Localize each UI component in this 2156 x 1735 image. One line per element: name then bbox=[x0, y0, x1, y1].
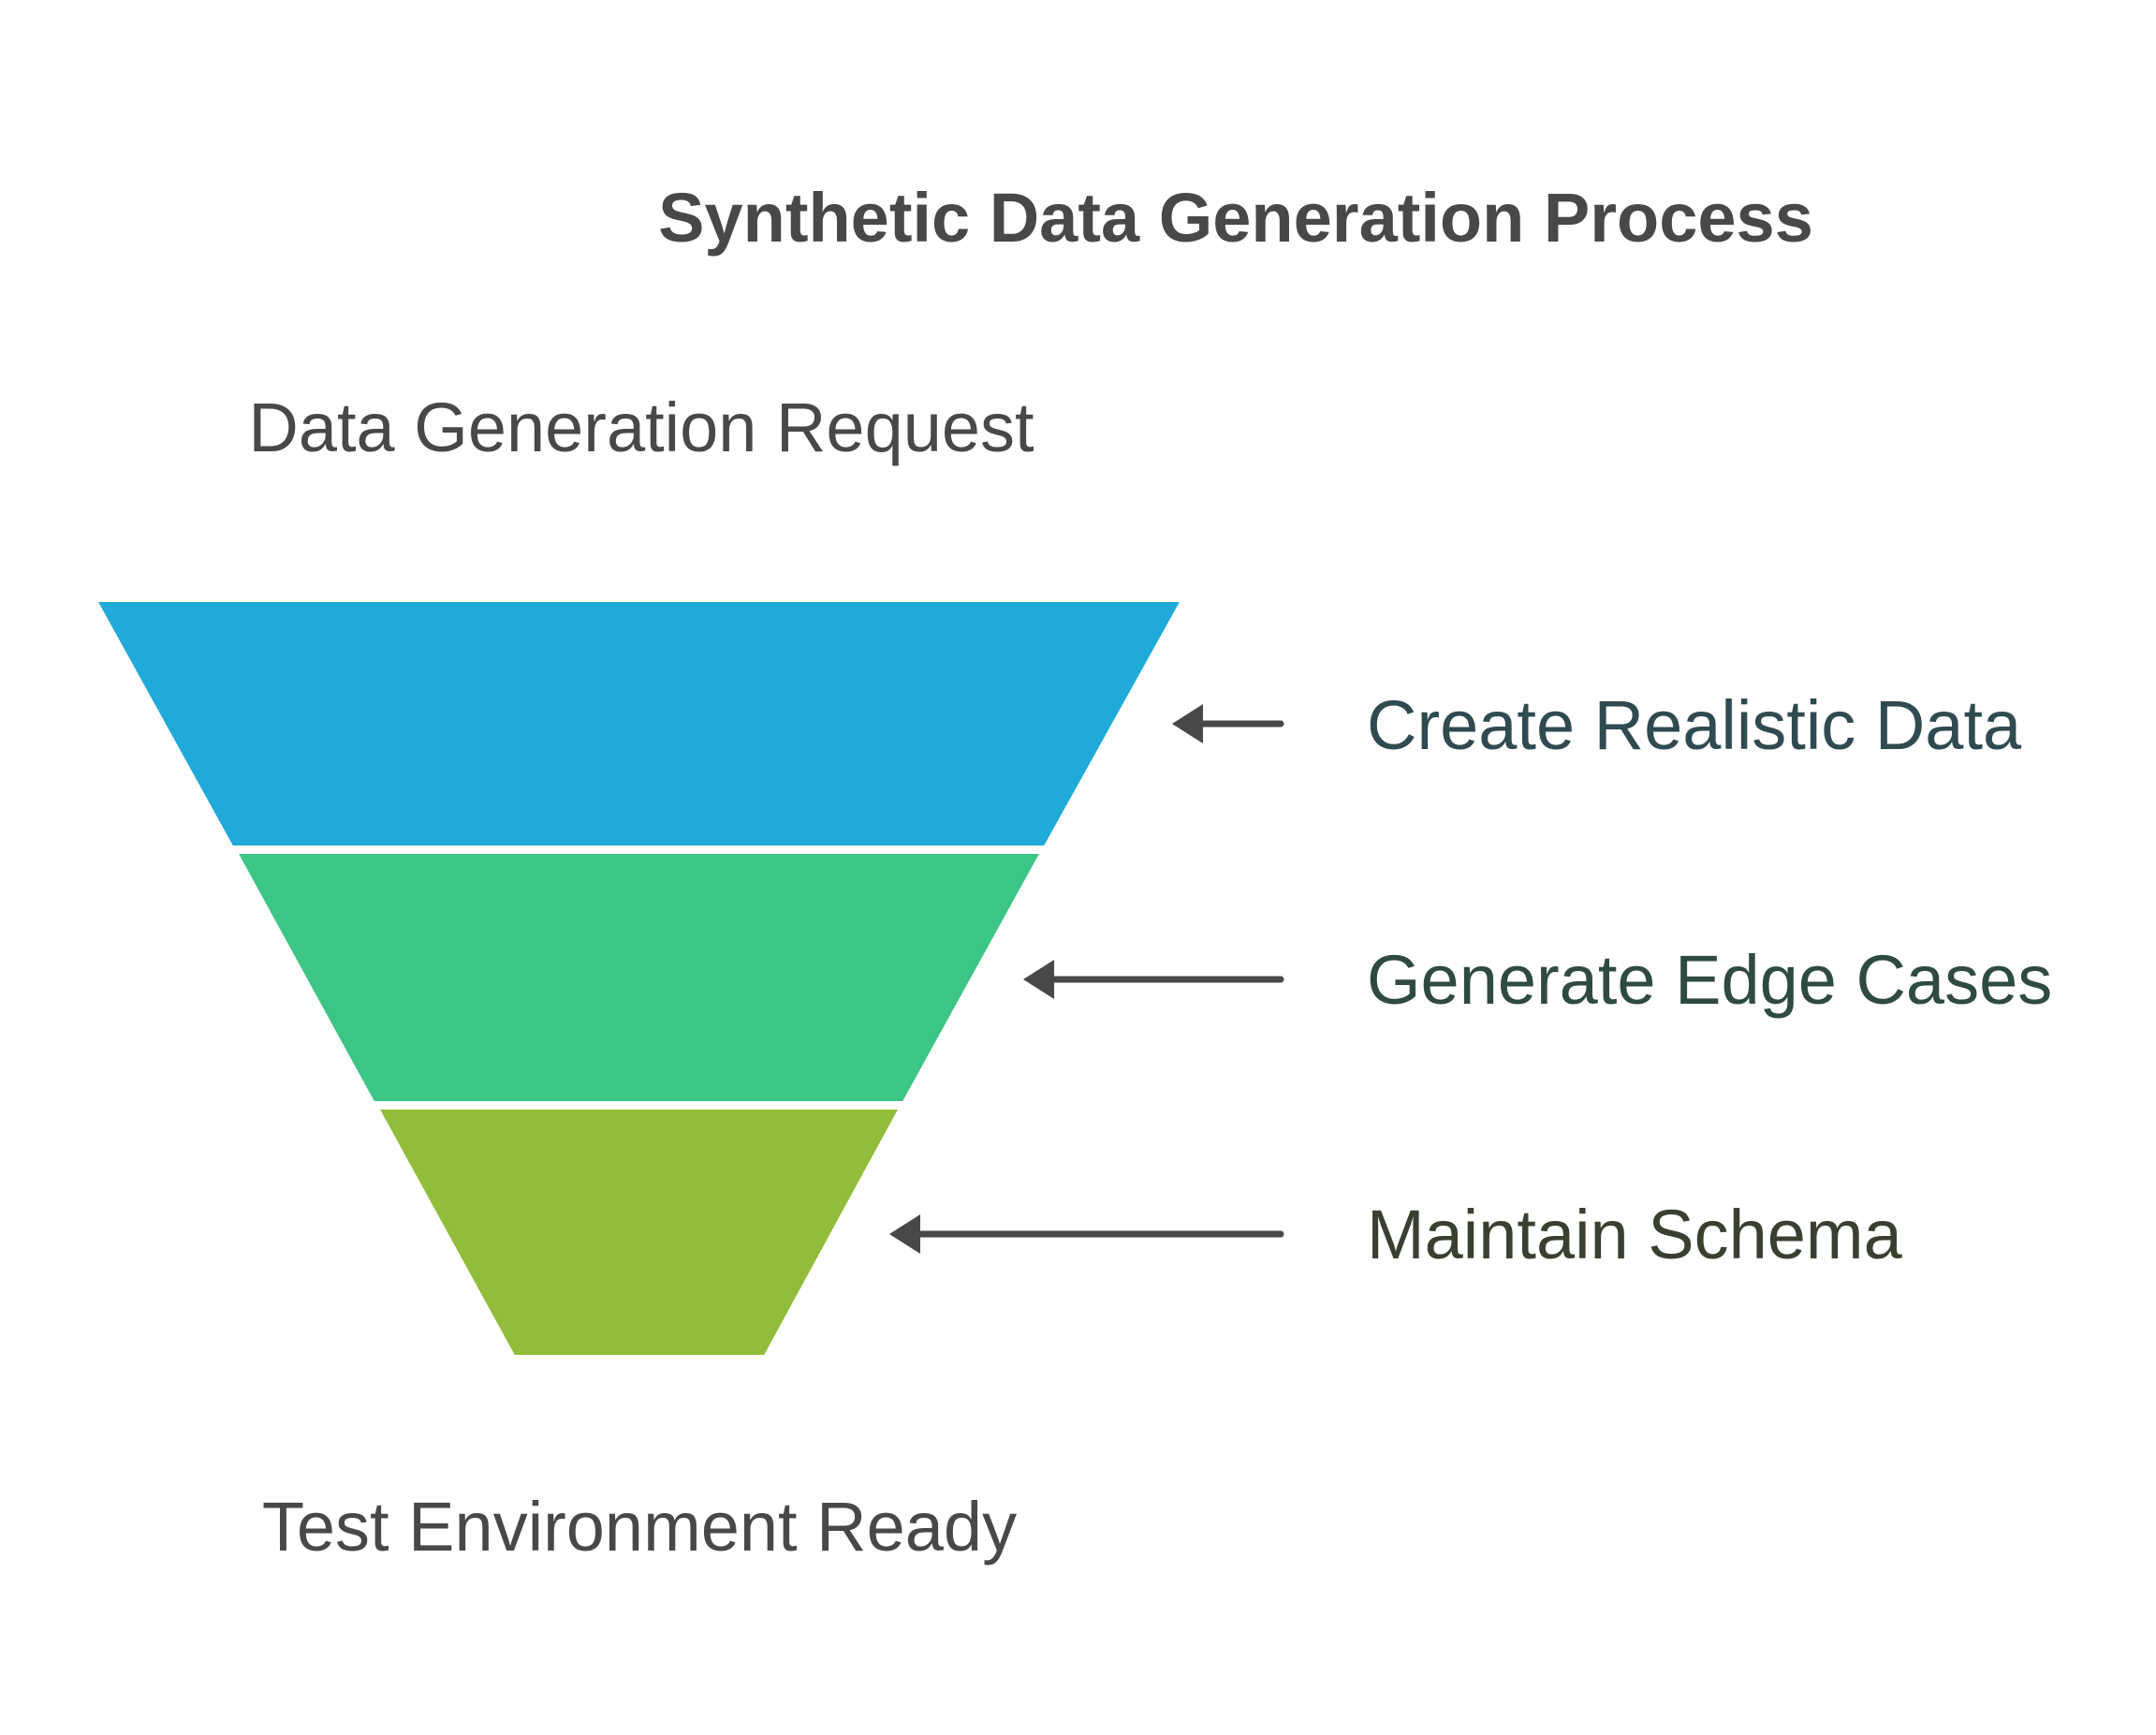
stage-label-generate-edge-cases: Generate Edge Cases bbox=[1367, 941, 2052, 1019]
funnel-input-label: Data Generation Request bbox=[248, 389, 1034, 466]
diagram-title: Synthetic Data Generation Process bbox=[658, 179, 1813, 257]
arrow-head-2 bbox=[1023, 960, 1054, 999]
stage-label-create-realistic-data: Create Realistic Data bbox=[1367, 686, 2022, 764]
funnel-stage-1 bbox=[88, 596, 1190, 851]
stage-arrow-1 bbox=[1172, 704, 1284, 743]
stage-label-maintain-schema: Maintain Schema bbox=[1367, 1196, 1903, 1273]
stage-arrow-3 bbox=[889, 1214, 1284, 1254]
funnel-stage-2 bbox=[228, 848, 1049, 1107]
funnel-stage-3 bbox=[370, 1104, 908, 1360]
stage-arrow-2 bbox=[1023, 960, 1284, 999]
funnel-output-label: Test Environment Ready bbox=[262, 1488, 1017, 1566]
arrow-head-1 bbox=[1172, 704, 1203, 743]
funnel-stages bbox=[88, 596, 1190, 1360]
arrow-head-3 bbox=[889, 1214, 920, 1254]
